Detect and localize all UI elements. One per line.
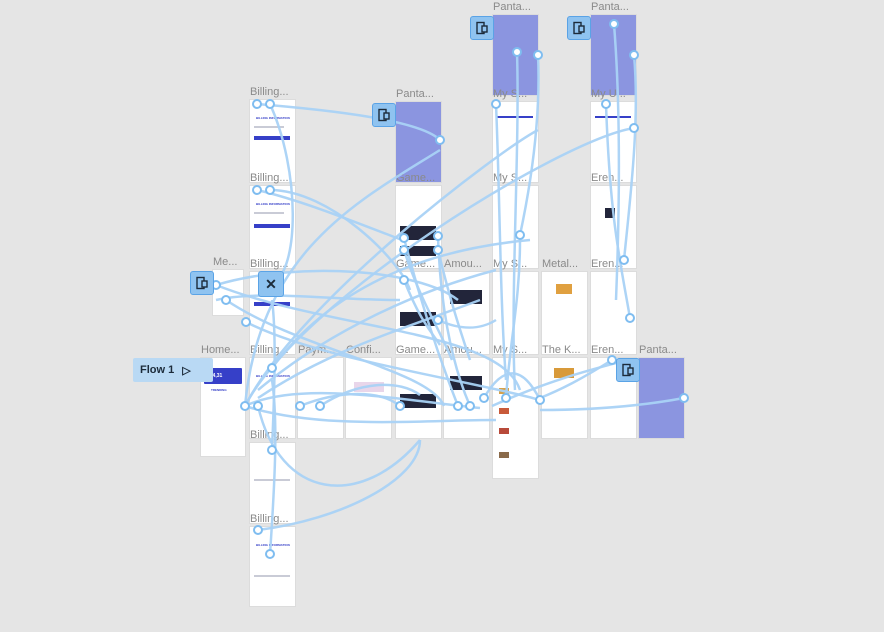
cta-bar xyxy=(254,224,290,228)
frame-label-my-s-2[interactable]: My S... xyxy=(493,172,528,184)
balance-amount: $14,31 xyxy=(207,373,223,379)
frame-billing-2[interactable]: BILLING INFORMATION xyxy=(250,186,295,268)
close-icon[interactable]: ✕ xyxy=(258,271,284,297)
frame-label-game-1[interactable]: Game... xyxy=(396,172,436,184)
frame-confirm[interactable] xyxy=(346,358,391,438)
frame-label-eren-1[interactable]: Eren... xyxy=(591,172,624,184)
frame-my-s-2[interactable] xyxy=(493,186,538,268)
frame-pantalla-4[interactable] xyxy=(639,358,684,438)
device-frame-icon[interactable] xyxy=(190,271,214,295)
frame-game-1[interactable] xyxy=(396,186,441,268)
divider xyxy=(254,212,284,214)
frame-label-billing-1[interactable]: Billing... xyxy=(250,86,289,98)
frame-amount-2[interactable] xyxy=(444,358,489,438)
frame-label-eren-2[interactable]: Eren... xyxy=(591,258,624,270)
divider xyxy=(497,116,533,118)
frame-label-confirm[interactable]: Confi... xyxy=(346,344,381,356)
frame-label-amount-2[interactable]: Amou... xyxy=(444,344,482,356)
billing-heading: BILLING INFORMATION xyxy=(256,116,290,120)
frame-billing-6[interactable]: BILLING INFORMATION xyxy=(250,527,295,606)
frame-billing-1[interactable]: BILLING INFORMATION xyxy=(250,100,295,182)
connector-dot xyxy=(241,317,251,327)
kof-logo xyxy=(554,368,574,378)
metal-logo xyxy=(556,284,572,294)
connection-wire xyxy=(215,294,401,302)
device-frame-icon[interactable] xyxy=(567,16,591,40)
device-frame-icon[interactable] xyxy=(616,358,640,382)
confirm-card xyxy=(354,382,384,392)
frame-label-my-u[interactable]: My U... xyxy=(591,88,626,100)
cta-bar xyxy=(254,302,290,306)
billing-heading: BILLING INFORMATION xyxy=(256,543,290,547)
frame-pantalla-3[interactable] xyxy=(591,15,636,95)
device-frame-icon[interactable] xyxy=(372,103,396,127)
frame-pantalla-1[interactable] xyxy=(396,102,441,182)
frame-label-pantalla-4[interactable]: Panta... xyxy=(639,344,677,356)
frame-eren-1[interactable] xyxy=(591,186,636,268)
frame-my-s-4[interactable] xyxy=(493,358,538,478)
divider xyxy=(254,479,290,481)
game-banner xyxy=(400,312,436,326)
frame-label-billing-2[interactable]: Billing... xyxy=(250,172,289,184)
frame-label-my-s-4[interactable]: My S... xyxy=(493,344,528,356)
frame-label-billing-6[interactable]: Billing... xyxy=(250,513,289,525)
frame-label-billing-4[interactable]: Billing... xyxy=(250,344,289,356)
billing-heading: BILLING INFORMATION xyxy=(256,202,290,206)
cta-bar xyxy=(254,136,290,140)
frame-label-payment[interactable]: Paym... xyxy=(298,344,336,356)
divider xyxy=(254,575,290,577)
frame-label-billing-5[interactable]: Billing... xyxy=(250,429,289,441)
frame-my-s-3[interactable] xyxy=(493,272,538,354)
frame-label-metal[interactable]: Metal... xyxy=(542,258,579,270)
frame-metal[interactable] xyxy=(542,272,587,354)
game-thumb xyxy=(499,388,509,394)
frame-label-the-k[interactable]: The K... xyxy=(542,344,581,356)
game-banner xyxy=(400,246,436,256)
frame-game-3[interactable] xyxy=(396,358,441,438)
frame-label-game-2[interactable]: Game... xyxy=(396,258,436,270)
frame-label-pantalla-1[interactable]: Panta... xyxy=(396,88,434,100)
frame-label-menu[interactable]: Me... xyxy=(213,256,238,268)
flow-label: Flow 1 xyxy=(140,364,175,376)
frame-the-k[interactable] xyxy=(542,358,587,438)
trending-heading: TRENDING xyxy=(211,388,227,392)
frame-menu[interactable] xyxy=(213,270,243,315)
frame-pantalla-2[interactable] xyxy=(493,15,538,95)
frame-billing-5[interactable] xyxy=(250,443,295,523)
game-banner xyxy=(450,290,482,304)
frame-billing-4[interactable]: BILLING INFORMATION xyxy=(250,358,295,438)
game-banner xyxy=(400,394,436,408)
frame-my-u[interactable] xyxy=(591,102,636,182)
frame-label-game-3[interactable]: Game... xyxy=(396,344,436,356)
frame-label-pantalla-2[interactable]: Panta... xyxy=(493,1,531,13)
divider xyxy=(254,126,284,128)
frame-payment[interactable] xyxy=(298,358,343,438)
frame-label-home[interactable]: Home... xyxy=(201,344,240,356)
game-thumb xyxy=(499,452,509,458)
game-banner xyxy=(400,226,436,240)
frame-game-2[interactable] xyxy=(396,272,441,354)
frame-label-my-s-3[interactable]: My S... xyxy=(493,258,528,270)
frame-label-billing-3[interactable]: Billing... xyxy=(250,258,289,270)
frame-label-eren-3[interactable]: Eren... xyxy=(591,344,624,356)
frame-label-pantalla-3[interactable]: Panta... xyxy=(591,1,629,13)
frame-my-s-1[interactable] xyxy=(493,102,538,182)
device-frame-icon[interactable] xyxy=(470,16,494,40)
game-thumb xyxy=(499,428,509,434)
frame-label-my-s-1[interactable]: My S... xyxy=(493,88,528,100)
game-banner xyxy=(450,376,482,390)
avatar xyxy=(605,208,615,218)
divider xyxy=(595,116,631,118)
billing-heading: BILLING INFORMATION xyxy=(256,374,290,378)
flow-start-button[interactable]: Flow 1 ▷ xyxy=(133,358,213,382)
play-icon: ▷ xyxy=(182,364,191,377)
frame-eren-2[interactable] xyxy=(591,272,636,354)
frame-amount-1[interactable] xyxy=(444,272,489,354)
frame-label-amount-1[interactable]: Amou... xyxy=(444,258,482,270)
game-thumb xyxy=(499,408,509,414)
